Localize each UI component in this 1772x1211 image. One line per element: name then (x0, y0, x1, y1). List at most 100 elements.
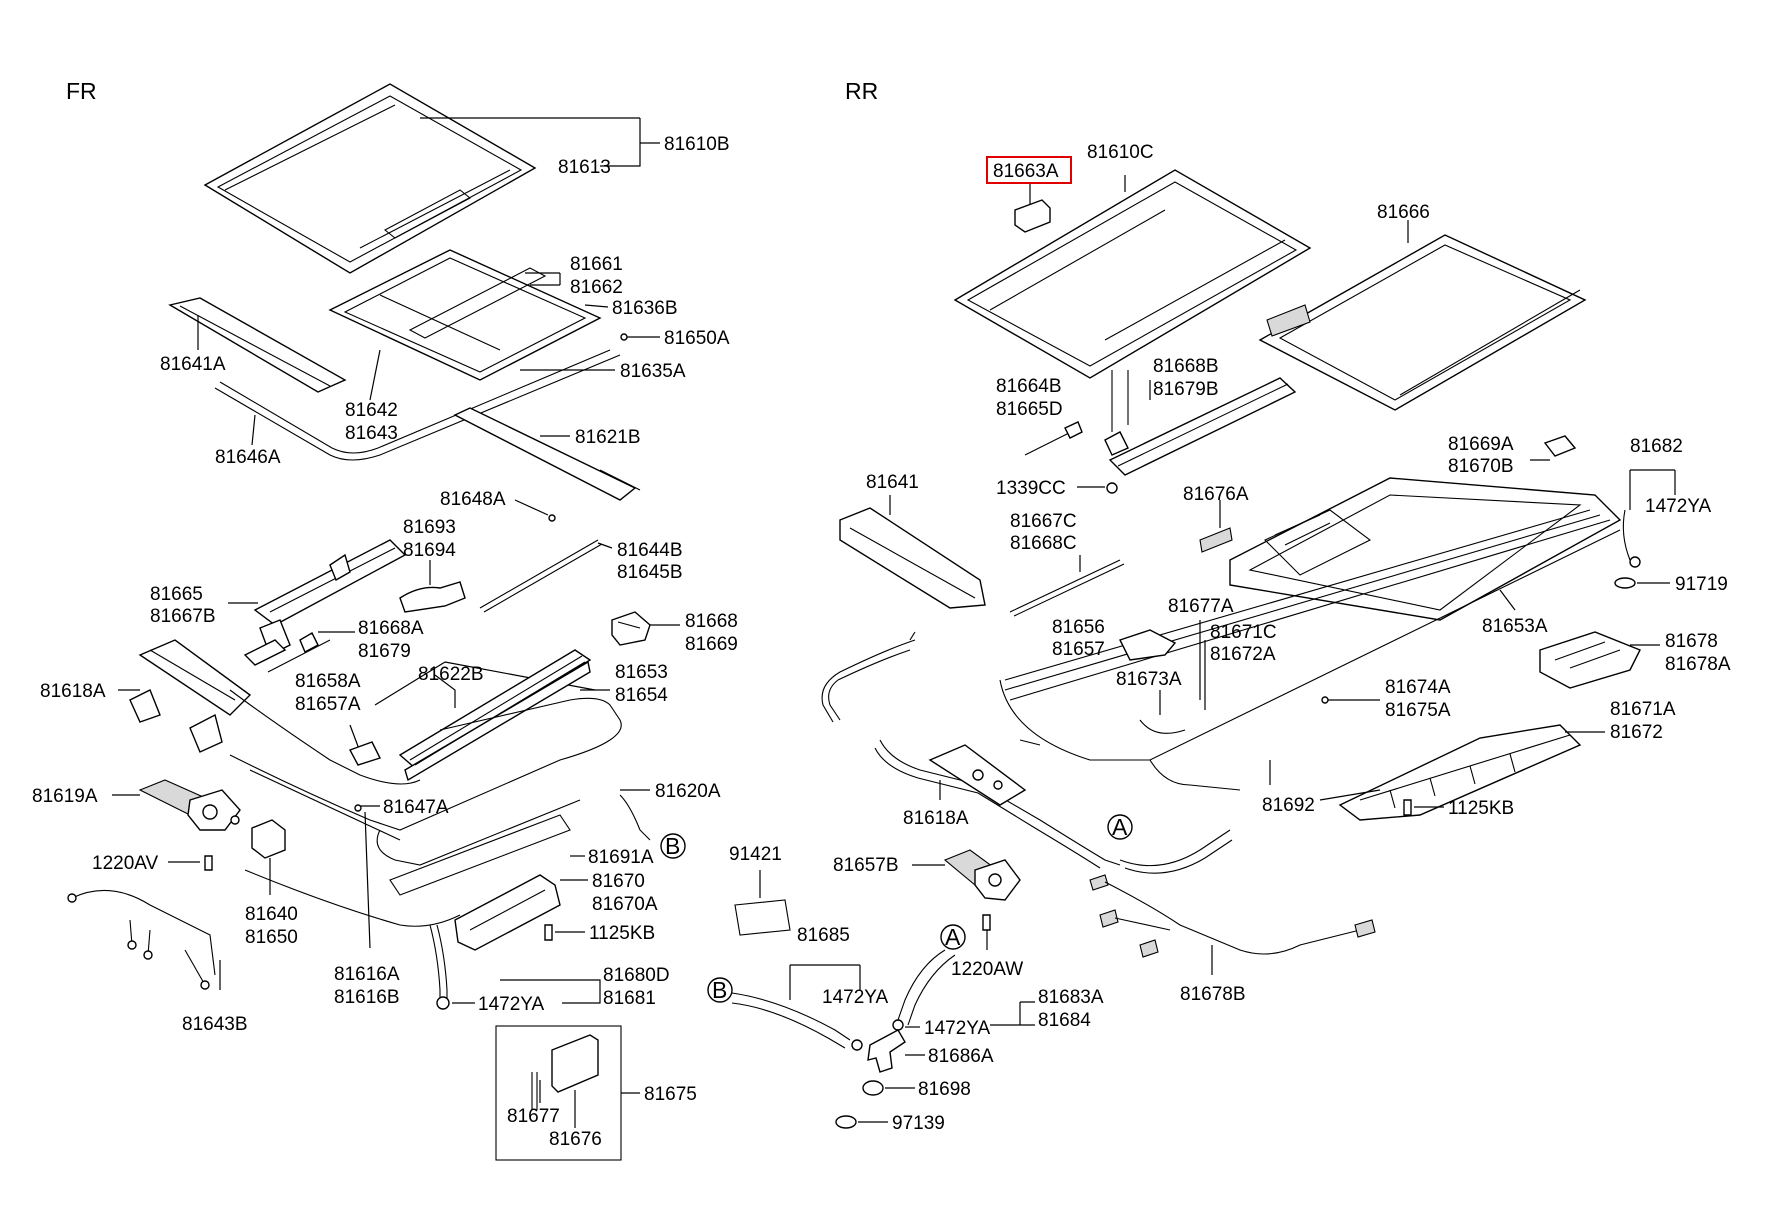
part-label: 81644B (617, 540, 683, 561)
front-rail-81621B (453, 407, 641, 501)
rail-81653 (398, 649, 592, 782)
part-label: 81671A (1610, 699, 1676, 720)
part-label: 81646A (215, 447, 281, 468)
front-sunshade-frame (328, 249, 602, 381)
part-label: 81680D (603, 965, 670, 986)
part-label: 81647A (383, 797, 449, 818)
part-label: 81682 (1630, 436, 1683, 457)
part-label: 81662 (570, 277, 623, 298)
front-glass-panel (203, 83, 537, 274)
part-label: 81676 (549, 1129, 602, 1150)
part-label: 81657B (833, 855, 899, 876)
circle-ref-a-rear-label: A (1112, 814, 1128, 840)
circle-ref-a-rear (1107, 814, 1133, 840)
part-label: 81670B (1448, 456, 1514, 477)
bracket-81670 (454, 874, 561, 951)
part-label: 81610B (664, 134, 730, 155)
part-label-highlighted: 81663A (993, 161, 1059, 182)
rear-frame-81618A (928, 744, 1027, 806)
part-label: 81672 (1610, 722, 1663, 743)
part-label: 81694 (403, 540, 456, 561)
part-label: 81641 (866, 472, 919, 493)
part-label: 81666 (1377, 202, 1430, 223)
part-label: 81641A (160, 354, 226, 375)
guide-81665 (243, 539, 407, 666)
part-label: 81685 (797, 925, 850, 946)
part-label: 81648A (440, 489, 506, 510)
part-label: 81616B (334, 987, 400, 1008)
part-label: 81672A (1210, 644, 1276, 665)
part-label: 91421 (729, 844, 782, 865)
part-label: 81636B (612, 298, 678, 319)
part-label: 81679B (1153, 379, 1219, 400)
drive-cable-81644B (479, 514, 603, 613)
part-label: 81673A (1116, 669, 1182, 690)
part-label: 81653A (1482, 616, 1548, 637)
part-label: 81665 (150, 584, 203, 605)
part-label: 81668C (1010, 533, 1077, 554)
part-label: 81670 (592, 871, 645, 892)
harness-81643B (67, 889, 216, 990)
relay-81640 (251, 819, 286, 859)
part-label: 81681 (603, 988, 656, 1009)
part-label: 81693 (403, 517, 456, 538)
highlight-box-81663A (986, 156, 1072, 184)
part-label: 1125KB (589, 923, 655, 944)
part-label: 81657 (1052, 639, 1105, 660)
part-label: 81610C (1087, 142, 1154, 163)
front-main-frame (229, 697, 622, 866)
part-label: 1472YA (1645, 496, 1712, 517)
part-label: 81683A (1038, 987, 1104, 1008)
pad-81678 (1539, 631, 1641, 689)
part-label: 81668 (685, 611, 738, 632)
part-label: 81664B (996, 376, 1062, 397)
part-label: 81650 (245, 927, 298, 948)
part-label: 81653 (615, 662, 668, 683)
rear-deflector-81641 (839, 507, 986, 609)
circle-ref-a-lower (940, 924, 966, 950)
part-label: 81642 (345, 400, 398, 421)
front-deflector-81641A (168, 297, 347, 393)
part-label: 81654 (615, 685, 668, 706)
circle-ref-b-label: B (665, 833, 680, 859)
rear-drain-tubes (821, 631, 1233, 874)
hose-81685 (731, 992, 863, 1051)
part-label: 81675 (644, 1084, 697, 1105)
part-label: 81674A (1385, 677, 1451, 698)
part-label: 81668B (1153, 356, 1219, 377)
part-label: 81691A (588, 847, 654, 868)
part-label: 81678B (1180, 984, 1246, 1005)
part-label: 81670A (592, 894, 658, 915)
pad-81671A (1338, 724, 1582, 821)
part-label: 81618A (40, 681, 106, 702)
rear-main-frame (999, 477, 1622, 791)
part-label: 81667C (1010, 511, 1077, 532)
part-label: 1220AV (92, 853, 159, 874)
part-label: 1125KB (1448, 798, 1514, 819)
part-label: 81677 (507, 1106, 560, 1127)
part-label: 81679 (358, 641, 411, 662)
part-label: 1339CC (996, 478, 1066, 499)
part-label: 81618A (903, 808, 969, 829)
connector-81686A (867, 1029, 906, 1073)
part-label: 81619A (32, 786, 98, 807)
front-frame-81618A (129, 639, 421, 785)
link-81668A (267, 632, 331, 673)
part-label: 97139 (892, 1113, 945, 1134)
part-label: 1472YA (478, 994, 545, 1015)
part-81663A (1014, 199, 1051, 233)
harness-81678B (1089, 874, 1376, 958)
part-label: 81635A (620, 361, 686, 382)
part-label: 81658A (295, 671, 361, 692)
rear-glass-panel (953, 169, 1312, 379)
guide-block-81656 (1119, 629, 1177, 661)
part-label: 81677A (1168, 596, 1234, 617)
part-label: 81650A (664, 328, 730, 349)
part-label: 81667B (150, 606, 216, 627)
front-seal-81646A (214, 349, 621, 461)
clip-81669A (1543, 435, 1577, 457)
part-label: 81656 (1052, 617, 1105, 638)
part-label: 81665D (996, 399, 1063, 420)
motor-81657B (943, 849, 1021, 901)
